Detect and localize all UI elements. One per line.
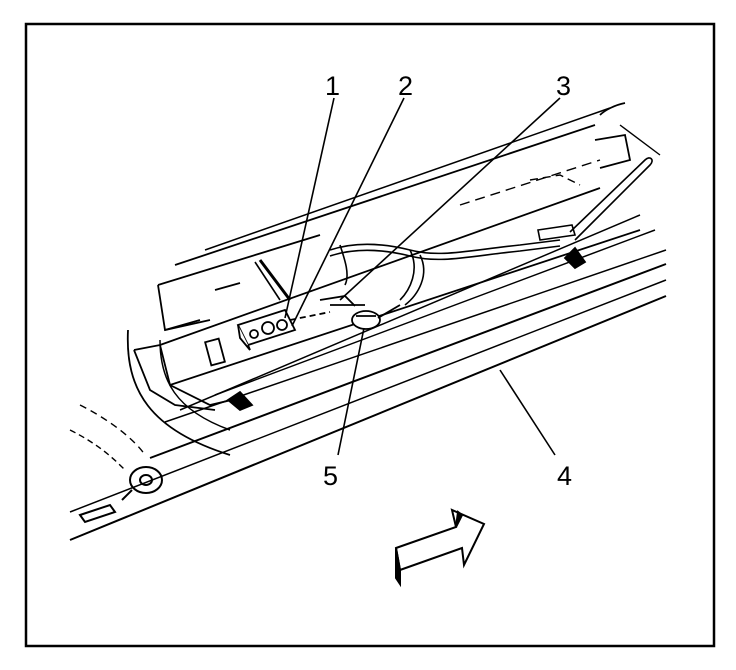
callout-1: 1 [325,71,340,101]
callout-5: 5 [323,461,338,491]
figure-frame [24,22,716,648]
grommet [78,466,163,524]
trim-panel [133,187,641,412]
callout-3: 3 [556,71,571,101]
door-sill [69,214,667,541]
callout-2: 2 [398,71,413,101]
forward-arrow-icon [394,508,486,588]
wiring-harness [254,157,653,306]
door-opening [69,329,231,471]
leader-lines [284,97,561,456]
callout-4: 4 [557,461,572,491]
floor-panel [157,102,661,367]
connector [319,295,401,330]
sensor-module [236,308,331,351]
